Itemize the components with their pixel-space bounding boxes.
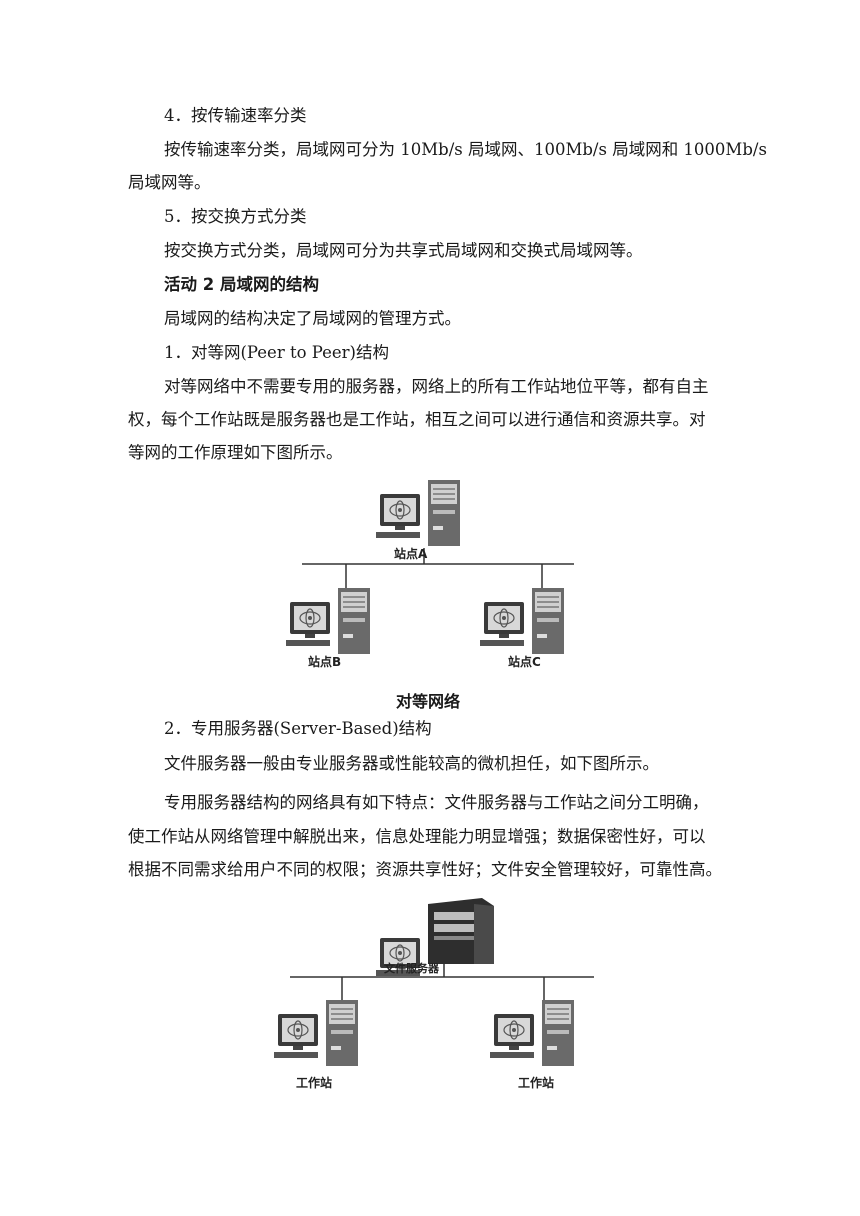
paragraph-peer-line-3: 等网的工作原理如下图所示。 — [128, 443, 343, 462]
paragraph-server-intro: 文件服务器一般由专业服务器或性能较高的微机担任，如下图所示。 — [164, 754, 659, 773]
peer-node-b-label: 站点B — [308, 654, 341, 669]
heading-speed-classification: 4．按传输速率分类 — [164, 106, 307, 125]
heading-peer-to-peer: 1．对等网(Peer to Peer)结构 — [164, 343, 389, 362]
peer-network-diagram: 站点A 站点B 站点C — [282, 474, 592, 674]
workstation-icon — [489, 999, 575, 1067]
workstation-icon — [285, 587, 371, 655]
paragraph-server-features-line-1: 专用服务器结构的网络具有如下特点：文件服务器与工作站之间分工明确， — [164, 793, 709, 812]
paragraph-speed-line-2: 局域网等。 — [128, 173, 211, 192]
activity-title: 活动 2 局域网的结构 — [164, 275, 319, 294]
workstation-icon — [273, 999, 359, 1067]
paragraph-peer-line-2: 权，每个工作站既是服务器也是工作站，相互之间可以进行通信和资源共享。对 — [128, 410, 706, 429]
activity-intro: 局域网的结构决定了局域网的管理方式。 — [164, 309, 461, 328]
peer-node-a-label: 站点A — [394, 546, 428, 561]
heading-switching-classification: 5．按交换方式分类 — [164, 207, 307, 226]
peer-diagram-caption: 对等网络 — [396, 692, 461, 711]
paragraph-switching: 按交换方式分类，局域网可分为共享式局域网和交换式局域网等。 — [164, 241, 643, 260]
paragraph-speed-line-1: 按传输速率分类，局域网可分为 10Mb/s 局域网、100Mb/s 局域网和 1… — [164, 140, 767, 159]
file-server-icon — [376, 898, 494, 976]
paragraph-server-features-line-2: 使工作站从网络管理中解脱出来，信息处理能力明显增强；数据保密性好，可以 — [128, 827, 706, 846]
workstation-icon — [479, 587, 565, 655]
peer-node-c-label: 站点C — [508, 654, 541, 669]
paragraph-peer-line-1: 对等网络中不需要专用的服务器，网络上的所有工作站地位平等，都有自主 — [164, 377, 709, 396]
server-network-diagram: 文件服务器 工作站 工作站 — [268, 892, 598, 1094]
workstation-right-label: 工作站 — [518, 1075, 554, 1090]
file-server-label: 文件服务器 — [384, 961, 440, 975]
paragraph-server-features-line-3: 根据不同需求给用户不同的权限；资源共享性好；文件安全管理较好，可靠性高。 — [128, 860, 722, 879]
heading-server-based: 2．专用服务器(Server-Based)结构 — [164, 719, 432, 738]
workstation-icon — [375, 479, 461, 547]
workstation-left-label: 工作站 — [296, 1075, 332, 1090]
